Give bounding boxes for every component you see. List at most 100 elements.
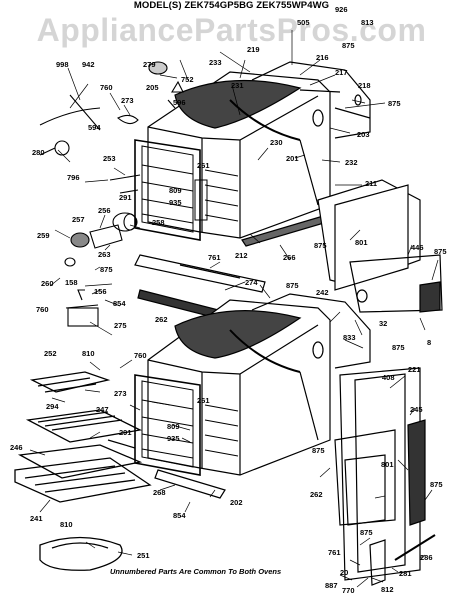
callout-810-a: 810 (82, 349, 95, 358)
callout-875-c: 875 (314, 241, 327, 250)
lower-oven-cavity (147, 293, 371, 476)
callout-875-i: 875 (430, 480, 443, 489)
upper-left-small-parts (39, 61, 184, 327)
callout-291: 291 (119, 193, 132, 202)
callout-446: 446 (411, 243, 424, 252)
callout-241: 241 (30, 514, 43, 523)
callout-408: 408 (382, 373, 395, 382)
callout-833: 833 (343, 333, 356, 342)
callout-875-g: 875 (392, 343, 405, 352)
callout-594: 594 (88, 123, 101, 132)
callout-291-b: 291 (119, 428, 132, 437)
callout-256: 256 (98, 206, 111, 215)
callout-20: 20 (340, 568, 348, 577)
callout-32: 32 (379, 319, 387, 328)
callout-796: 796 (67, 173, 80, 182)
callout-262-b: 262 (310, 490, 323, 499)
callout-232: 232 (345, 158, 358, 167)
callout-252: 252 (44, 349, 57, 358)
callout-854-b: 854 (173, 511, 186, 520)
callout-279: 279 (143, 60, 156, 69)
callout-752: 752 (181, 75, 194, 84)
callout-273: 273 (121, 96, 134, 105)
lower-side-panels (334, 367, 436, 586)
callout-231: 231 (231, 81, 244, 90)
callout-935-b: 935 (167, 434, 180, 443)
callout-217: 217 (335, 68, 348, 77)
callout-281: 281 (399, 569, 412, 578)
callout-761-a: 761 (208, 253, 221, 262)
callout-812: 812 (381, 585, 394, 594)
callout-875-b: 875 (434, 247, 447, 256)
callout-770: 770 (342, 586, 355, 595)
callout-230: 230 (270, 138, 283, 147)
model-title: MODEL(S) ZEK754GP5BG ZEK755WP4WG (133, 0, 330, 11)
callout-854-a: 854 (113, 299, 126, 308)
callout-216: 216 (316, 53, 329, 62)
callout-266: 266 (283, 253, 296, 262)
callout-260: 260 (41, 279, 54, 288)
callout-875-a: 875 (342, 41, 355, 50)
callout-274: 274 (245, 278, 258, 287)
callout-201: 201 (286, 154, 299, 163)
callout-259: 259 (37, 231, 50, 240)
callout-760-b: 760 (36, 305, 49, 314)
callout-875-h: 875 (312, 446, 325, 455)
upper-oven-racks (134, 139, 239, 241)
callout-809-b: 809 (167, 422, 180, 431)
callout-875-f: 875 (286, 281, 299, 290)
callout-8: 8 (427, 338, 431, 347)
callout-596: 596 (173, 98, 186, 107)
callout-942: 942 (82, 60, 95, 69)
lower-trim-strips (107, 439, 226, 499)
callout-935: 935 (169, 198, 182, 207)
callout-275: 275 (114, 321, 127, 330)
callout-211: 211 (365, 179, 377, 188)
callout-813: 813 (361, 18, 374, 27)
callout-247: 247 (96, 405, 109, 414)
callout-156: 156 (94, 287, 107, 296)
callout-245: 245 (410, 405, 423, 414)
callout-203: 203 (357, 130, 370, 139)
callout-760: 760 (100, 83, 113, 92)
callout-158: 158 (65, 278, 78, 287)
upper-side-panels (317, 179, 443, 313)
part-callouts: 998 942 760 273 594 279 205 752 596 280 … (10, 5, 447, 595)
callout-261: 261 (197, 161, 210, 170)
callout-253: 253 (103, 154, 116, 163)
footnote: Unnumbered Parts Are Common To Both Oven… (110, 567, 282, 576)
callout-875-d: 875 (388, 99, 401, 108)
callout-268: 268 (153, 488, 166, 497)
callout-263: 263 (98, 250, 111, 259)
callout-760-c: 760 (134, 351, 147, 360)
callout-233: 233 (209, 58, 222, 67)
callout-810-b: 810 (60, 520, 73, 529)
callout-505: 505 (297, 18, 310, 27)
callout-261-b: 261 (197, 396, 210, 405)
callout-875-j: 875 (360, 528, 373, 537)
leader-lines (29, 30, 439, 588)
callout-887: 887 (325, 581, 338, 590)
callout-998: 998 (56, 60, 69, 69)
callout-280: 280 (32, 148, 45, 157)
callout-809: 809 (169, 186, 182, 195)
callout-761-b: 761 (328, 548, 341, 557)
callout-242: 242 (316, 288, 329, 297)
callout-221: 221 (408, 365, 421, 374)
callout-294: 294 (46, 402, 59, 411)
callout-219: 219 (247, 45, 260, 54)
callout-286: 286 (420, 553, 433, 562)
callout-212: 212 (235, 251, 248, 260)
callout-801-b: 801 (381, 460, 394, 469)
callout-258: 258 (152, 218, 165, 227)
callout-262-a: 262 (155, 315, 168, 324)
callout-926: 926 (335, 5, 348, 14)
callout-257: 257 (72, 215, 85, 224)
callout-202: 202 (230, 498, 243, 507)
broiler-elements (14, 371, 152, 571)
callout-251: 251 (137, 551, 150, 560)
callout-218: 218 (358, 81, 371, 90)
callout-875-e: 875 (100, 265, 113, 274)
callout-273-b: 273 (114, 389, 127, 398)
